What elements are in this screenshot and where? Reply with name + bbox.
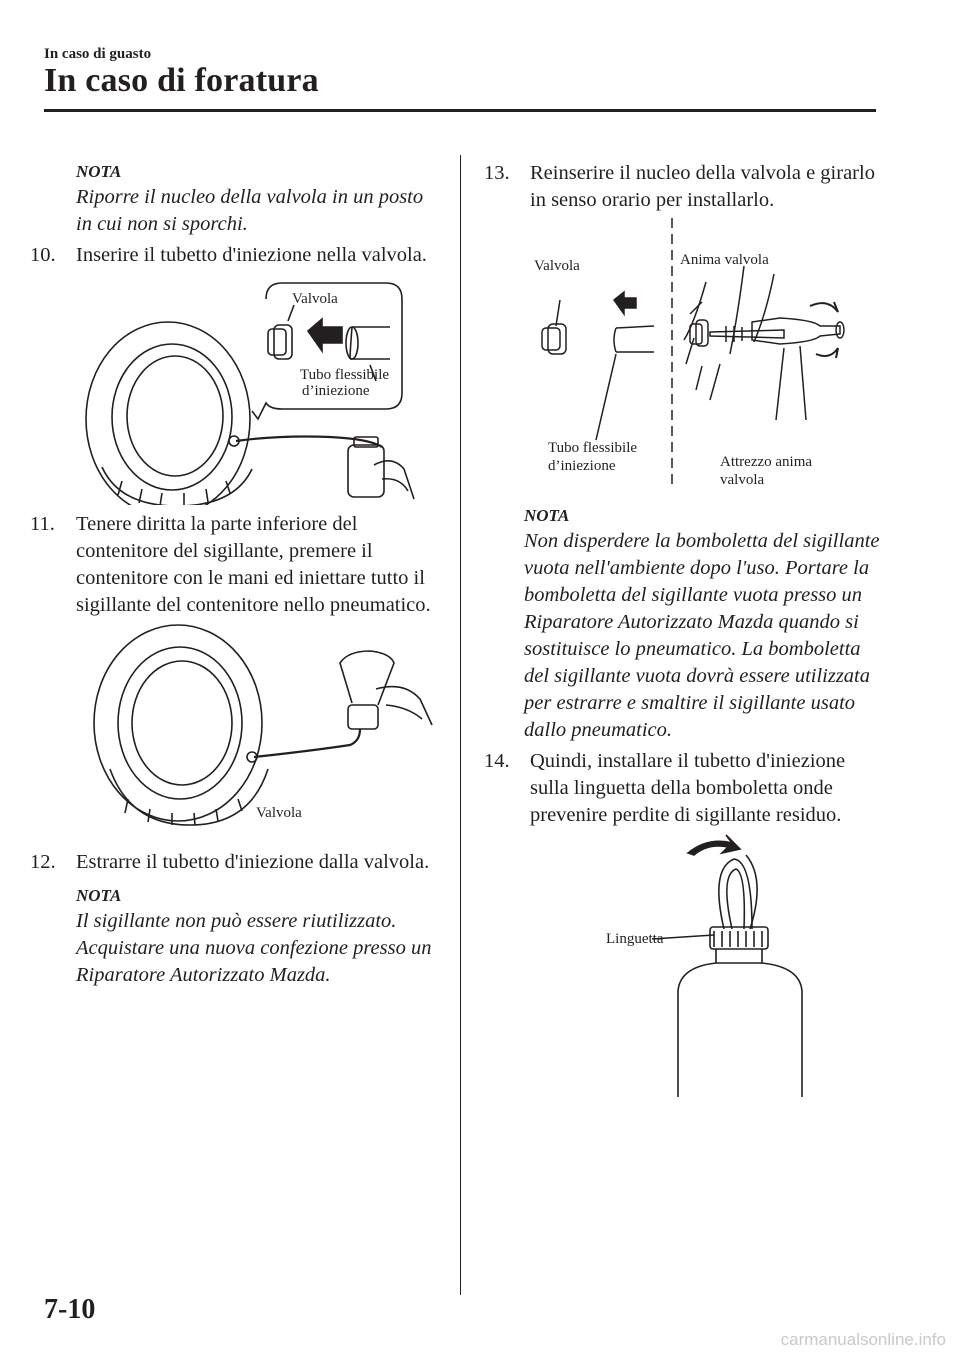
title-rule	[44, 109, 876, 112]
label-hose-2: d’iniezione	[302, 383, 370, 399]
label-valve-core: Anima valvola	[680, 252, 769, 268]
figure-insert-hose: Valvola Tubo flessibile d’iniezione	[30, 269, 440, 505]
section-heading: In caso di guasto	[44, 46, 152, 62]
step-text: Inserire il tubetto d'iniezione nella va…	[76, 244, 427, 266]
page-title: In caso di foratura	[44, 62, 319, 99]
figure-inject-sealant: Valvola	[30, 619, 440, 833]
step-number: 11.	[30, 513, 55, 535]
label-valve: Valvola	[292, 291, 338, 307]
label-hose-1: Tubo flessibile	[300, 367, 390, 383]
note-core-storage: NOTA Riporre il nucleo della valvola in …	[76, 160, 440, 238]
label-core-tool-1: Attrezzo anima	[720, 454, 813, 470]
step-14: 14. Quindi, installare il tubetto d'inie…	[484, 748, 884, 829]
step-number: 13.	[484, 162, 510, 184]
note-body: Riporre il nucleo della valvola in un po…	[76, 186, 424, 235]
step-number: 10.	[30, 244, 56, 266]
note-title: NOTA	[76, 162, 122, 181]
valve-core-tool-illustration	[541, 218, 845, 490]
label-core-tool-2: valvola	[720, 472, 765, 488]
label-tab: Linguetta	[606, 931, 664, 947]
label-hose-1: Tubo flessibile	[548, 440, 638, 456]
step-11: 11. Tenere diritta la parte inferiore de…	[30, 511, 440, 619]
step-number: 12.	[30, 851, 56, 873]
label-valve: Valvola	[534, 258, 580, 274]
column-divider	[460, 155, 461, 1295]
tire-sealant-illustration	[93, 624, 433, 826]
step-number: 14.	[484, 750, 510, 772]
figure-tab-hose: Linguetta	[484, 829, 884, 1099]
figure-reinstall-core: Valvola Anima valvola Tubo flessibile d’…	[484, 214, 884, 494]
note-disposal: NOTA Non disperdere la bomboletta del si…	[524, 504, 884, 744]
step-text: Reinserire il nucleo della valvola e gir…	[530, 162, 875, 211]
step-10: 10. Inserire il tubetto d'iniezione nell…	[30, 242, 440, 269]
step-13: 13. Reinserire il nucleo della valvola e…	[484, 160, 884, 214]
label-valve: Valvola	[256, 805, 302, 821]
note-body: Il sigillante non può essere riutilizzat…	[76, 910, 432, 986]
step-text: Quindi, installare il tubetto d'iniezion…	[530, 750, 846, 826]
step-12: 12. Estrarre il tubetto d'iniezione dall…	[30, 849, 440, 876]
note-body: Non disperdere la bomboletta del sigilla…	[524, 530, 880, 741]
note-title: NOTA	[524, 506, 570, 525]
note-title: NOTA	[76, 886, 122, 905]
tire-valve-hose-illustration	[85, 282, 415, 505]
sealant-bottle-illustration	[651, 834, 803, 1097]
page-number: 7-10	[44, 1294, 96, 1325]
step-text: Estrarre il tubetto d'iniezione dalla va…	[76, 851, 430, 873]
left-column: NOTA Riporre il nucleo della valvola in …	[30, 160, 440, 993]
watermark: carmanualsonline.info	[780, 1330, 946, 1349]
note-no-reuse: NOTA Il sigillante non può essere riutil…	[76, 884, 440, 989]
label-hose-2: d’iniezione	[548, 458, 616, 474]
step-text: Tenere diritta la parte inferiore del co…	[76, 513, 431, 616]
right-column: 13. Reinserire il nucleo della valvola e…	[484, 160, 884, 1099]
